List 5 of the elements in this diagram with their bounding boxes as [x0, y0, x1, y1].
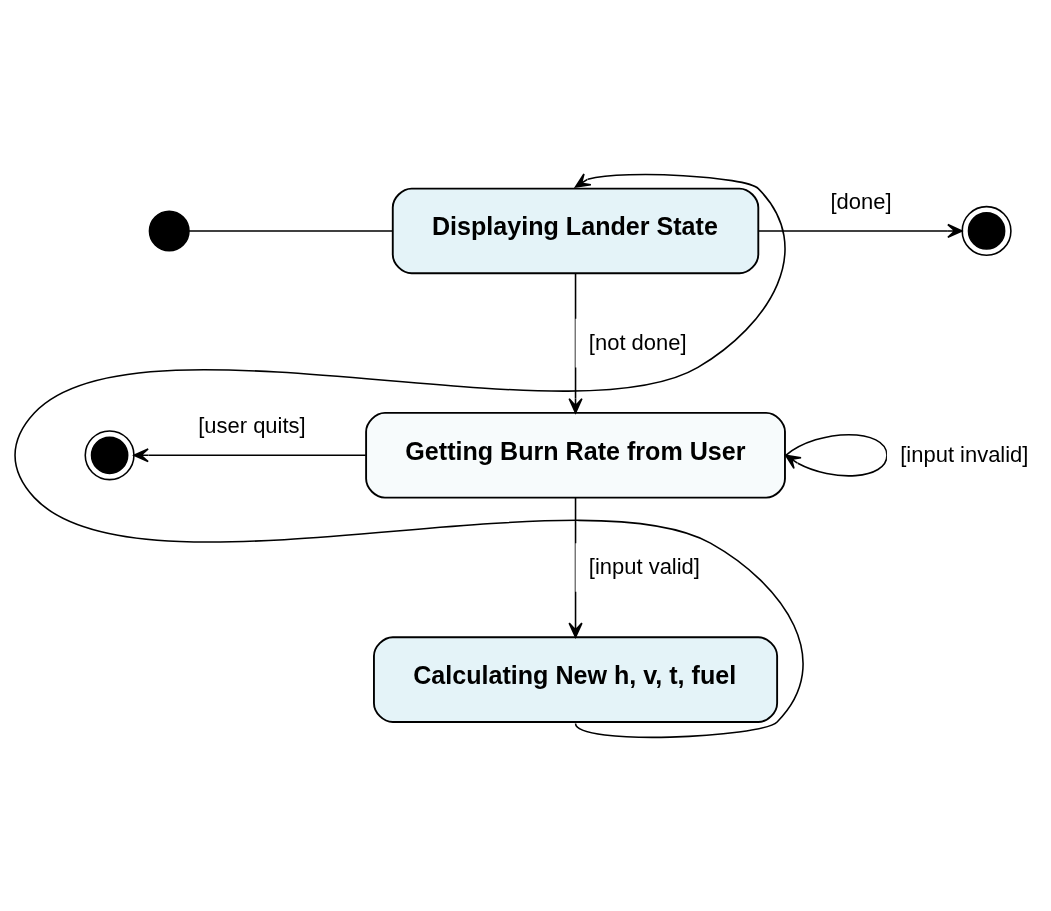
edge-label: [input valid]: [588, 553, 700, 579]
edge-label: [done]: [830, 188, 892, 214]
edge-label: [user quits]: [198, 412, 306, 438]
edge-label: [input invalid]: [900, 441, 1029, 467]
edge-label: [not done]: [588, 329, 687, 355]
